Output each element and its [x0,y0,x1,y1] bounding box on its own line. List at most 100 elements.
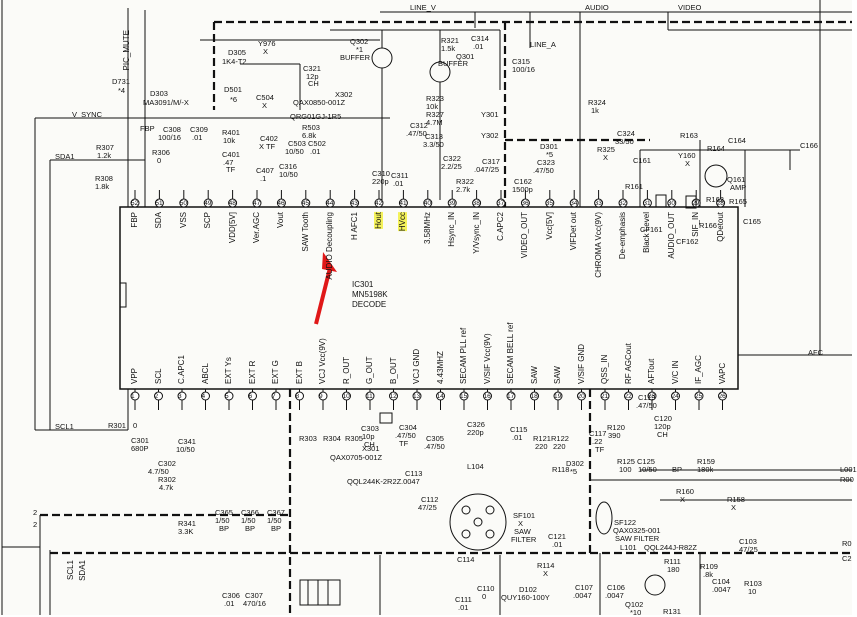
ic-top-pin-label: VDD[5V] [227,212,237,244]
ic-bottom-pin-number: 8 [295,393,300,400]
ic-top-pin-pad [276,198,286,208]
signal-afc: AFC [808,348,823,357]
ic-top-pin-pad [398,198,408,208]
ic-bottom-pin-number: 13 [413,393,421,400]
component-label: .47/50 [636,401,657,410]
ic-bottom-pin-label: SECAM PLL ref [459,327,468,384]
ic-top-pin-label: H AFC1 [349,212,359,241]
ic-bottom-pin-label: SECAM BELL ref [506,322,515,384]
ic-top-pin-label: AUDIO Decoupling [325,212,335,280]
signal-line-v: LINE_V [410,3,436,12]
component-label: 1.2k [97,151,112,160]
component-label: C305 [426,434,444,443]
component-label: 4.7k [159,483,174,492]
ic-bottom-pin-pad [389,391,398,401]
ic-bottom-pin-number: 21 [601,393,609,400]
component-label: R158 [727,495,745,504]
component-label: .22 [592,437,603,446]
component-label: QUY160-100Y [501,593,550,602]
ic-top-pin-number: 43 [350,200,358,207]
ic-top-pin-pad [716,198,726,208]
component-label: 2 [33,520,38,529]
component-label: Y301 [481,110,499,119]
component-label: R323 [426,94,444,103]
component-label: 470/16 [243,599,266,608]
component-label: CF162 [676,237,699,246]
component-label: 1/50 [241,516,256,525]
component-label: TF [595,445,605,454]
component-label: C367 [267,508,285,517]
ic-bottom-pin-pad [154,391,163,401]
component-label: R401 [222,128,240,137]
ic-bottom-pin-label: V/SIF Vcc(9V) [482,333,492,384]
component-label: 3.3/50 [423,140,444,149]
component-label: C307 [245,591,263,600]
component-label: R165 [729,197,747,206]
ic-top-pin-number: 42 [375,200,383,207]
component-label: 10/50 [638,465,657,474]
ic-top-pin-pad [472,198,482,208]
component-label: *4 [118,86,126,95]
component-label: .0047 [401,477,420,486]
component-label: 2.7k [456,185,471,194]
component-label: 1k [591,106,599,115]
component-label: R121 [533,434,551,443]
component-label: 0 [133,421,138,430]
component-label: 0 [157,156,162,165]
component-label: 2 [33,508,38,517]
ic-top-pin-number: 48 [228,200,236,207]
component-label: Y302 [481,131,499,140]
ic-bottom-pin-pad [530,391,539,401]
component-label: R118 [552,465,570,474]
ic-bottom-pin-label: VPP [130,367,139,384]
ic-top-pin-label: C.APC2 [496,212,505,241]
component-label: .0047 [605,591,624,600]
component-label: 1K4-T2 [222,57,247,66]
ic-bottom-pin-label: RF AGCout [623,343,633,384]
component-label: R301 [108,421,126,430]
ic-top-pin-pad [154,198,164,208]
component-label: 10/50 [285,147,304,156]
component-label: C402 [260,134,278,143]
component-label: BP [245,524,256,533]
ic-bottom-pin-label: SAW [553,366,562,384]
component-label: C166 [800,141,818,150]
component-label: 4.7/50 [148,467,169,476]
component-label: 120p [654,422,671,431]
ic-bottom-pin-pad [459,391,469,401]
ic-bottom-pin-number: 1 [131,393,135,400]
ic-top-pin-pad [423,198,433,208]
ic-top-pin-pad [374,198,384,208]
component-label: C321 [303,64,321,73]
ic-top-pin-label: Ver.AGC [252,212,261,244]
component-label: R111 [664,557,681,566]
component-label: FBP [140,124,155,133]
ic-bottom-pin-number: 7 [272,393,276,400]
component-label: C161 [633,156,651,165]
component-label: C306 [222,591,240,600]
component-label: R341 [178,519,196,528]
component-label: AMP [730,183,747,192]
ic-top-pin-number: 44 [326,200,334,207]
ic-top-pin-label: Hout [374,212,383,229]
component-label: .01 [192,133,203,142]
component-label: C313 [425,132,443,141]
ic-bottom-pin-pad [271,391,281,401]
component-label: FILTER [511,535,537,544]
component-label: C314 [471,34,489,43]
component-label: R324 [588,98,606,107]
ic-bottom-pin-number: 19 [554,393,562,400]
component-label: SDA1 [55,152,75,161]
ic-top-pin-number: 49 [204,200,212,207]
ic-top-pin-pad [496,198,506,208]
component-label: C308 [163,125,181,134]
component-label: 390 [608,431,621,440]
component-label: C312 [410,121,428,130]
component-label: X [263,47,269,56]
component-label: C316 [279,162,297,171]
component-label: C407 [256,166,274,175]
component-label: C114 [457,555,475,564]
component-label: R303 [299,434,317,443]
component-label: C503 [288,139,306,148]
ic-bottom-pin-number: 2 [154,393,159,400]
